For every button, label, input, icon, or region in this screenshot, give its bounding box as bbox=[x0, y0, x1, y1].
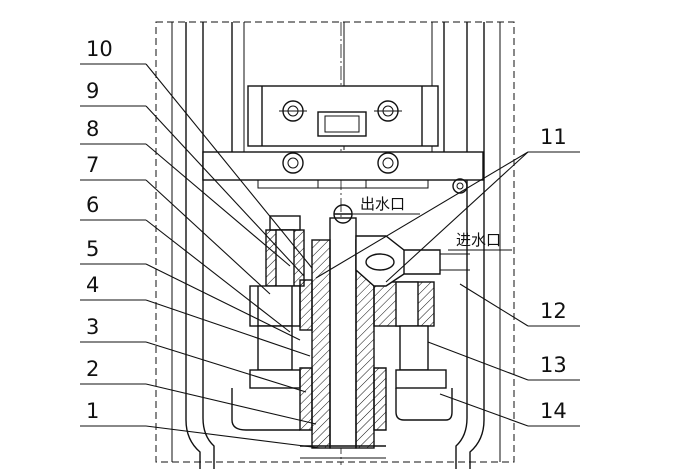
right-callouts: 11 12 13 14 bbox=[315, 125, 580, 427]
inlet-label: 进水口 bbox=[456, 231, 501, 249]
callout-8: 8 bbox=[86, 117, 99, 141]
callout-1: 1 bbox=[86, 399, 99, 423]
callout-9: 9 bbox=[86, 79, 99, 103]
callout-12: 12 bbox=[540, 299, 567, 323]
horizontal-plate bbox=[202, 151, 484, 194]
callout-13: 13 bbox=[540, 353, 567, 377]
outlet-label: 出水口 bbox=[360, 195, 405, 213]
left-bolt-stack bbox=[249, 215, 313, 389]
lower-seal bbox=[231, 367, 387, 459]
callout-7: 7 bbox=[86, 153, 99, 177]
flow-labels: 出水口 进水口 bbox=[350, 195, 512, 251]
callout-6: 6 bbox=[86, 193, 99, 217]
callout-2: 2 bbox=[86, 357, 99, 381]
callout-4: 4 bbox=[86, 273, 99, 297]
left-callouts: 10 9 8 7 6 5 4 3 2 1 bbox=[80, 37, 321, 449]
callout-14: 14 bbox=[540, 399, 567, 423]
upper-clamp-block bbox=[247, 85, 439, 147]
callout-5: 5 bbox=[86, 237, 99, 261]
right-bolt-stack bbox=[373, 281, 453, 421]
water-head bbox=[355, 235, 470, 287]
callout-11: 11 bbox=[540, 125, 567, 149]
callout-3: 3 bbox=[86, 315, 99, 339]
callout-10: 10 bbox=[86, 37, 113, 61]
